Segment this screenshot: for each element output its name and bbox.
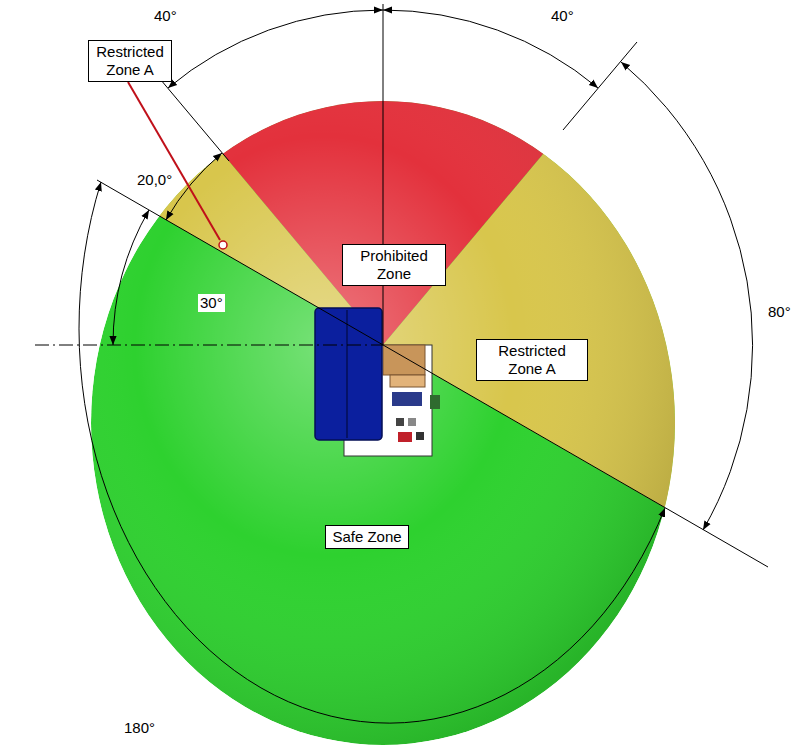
dimension-lines [35,4,768,723]
zone-label-box: Safe Zone [325,525,409,549]
angle-dimension: 20,0° [135,171,174,189]
callout-leader [128,82,227,249]
zone-name: Restricted Zone A [482,342,582,378]
zone-label-box: Restricted Zone A [476,339,588,381]
zone-label-box: Prohibited Zone [342,244,446,286]
angle-dimension: 40° [549,7,576,25]
angle-dimension: 40° [152,7,179,25]
zone-label-box: Restricted Zone A [88,40,172,82]
angle-dimension: 30° [198,294,225,312]
zone-name: Prohibited Zone [348,247,440,283]
angle-dimension: 180° [122,719,157,737]
zone-name: Safe Zone [331,528,403,546]
machine-figure [315,308,440,456]
zone-name: Restricted Zone A [94,43,166,79]
angle-dimension: 80° [766,303,793,321]
